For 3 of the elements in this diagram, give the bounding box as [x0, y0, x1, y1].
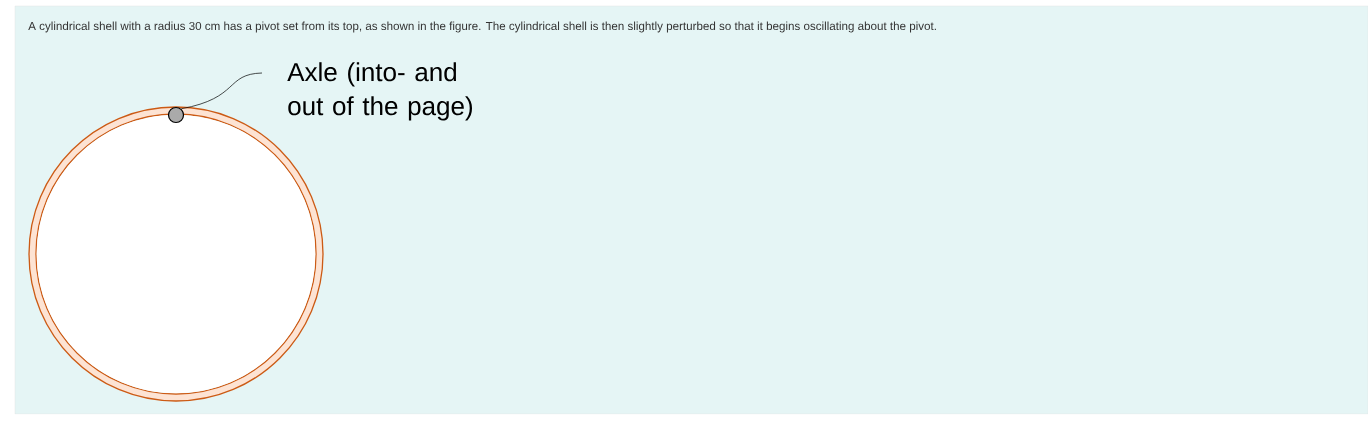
leader-line — [180, 72, 263, 110]
problem-text: A cylindrical shell with a radius 30 cm has a pivot set from its top, as shown in the figure. The cylindrical shell is then slightly perturbed so that it begins oscillating about the pivot. — [28, 21, 936, 33]
callout-label: Axle (into- and out of the page) — [287, 62, 472, 121]
